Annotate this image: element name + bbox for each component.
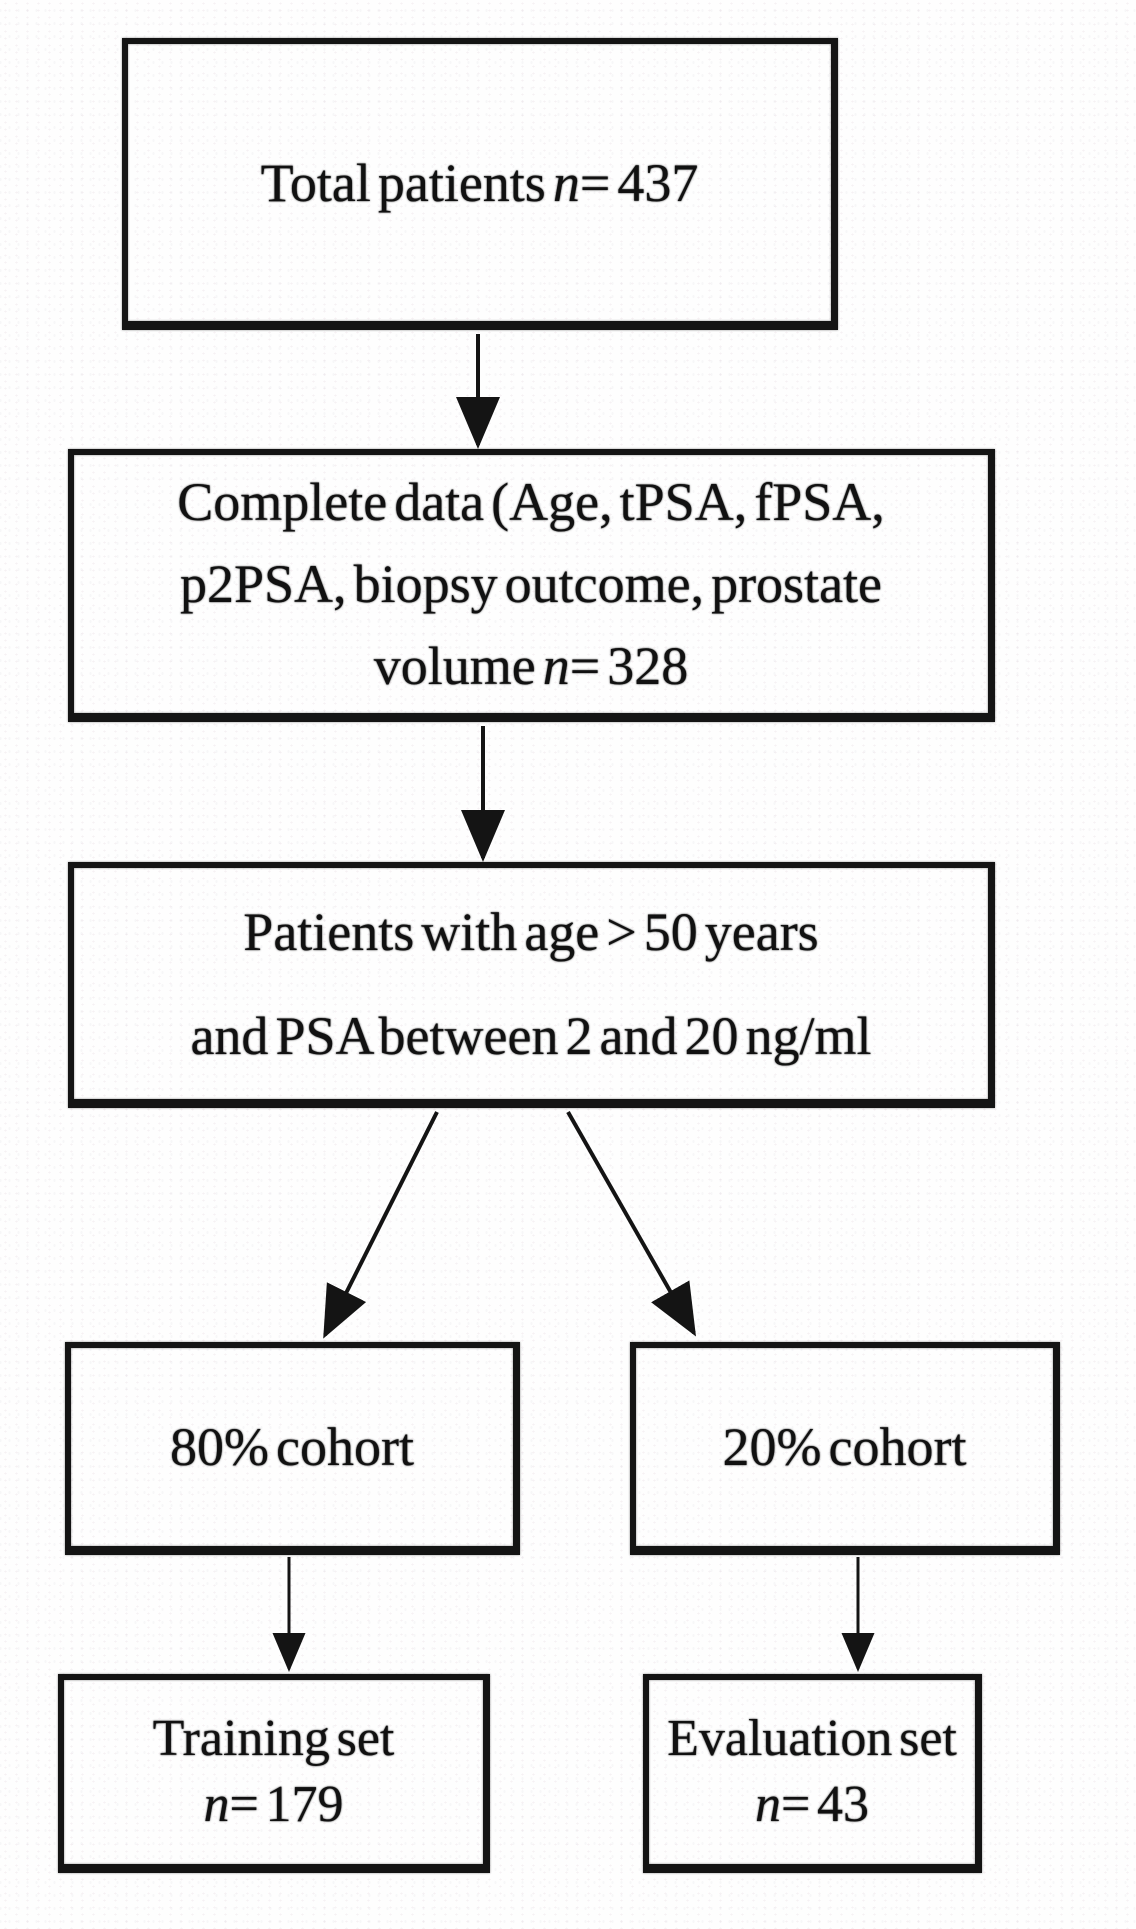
arrow-filter-to-cohort-80: [323, 1111, 439, 1339]
evaluation-set-count: n= 43: [755, 1772, 869, 1838]
box-cohort-80: 80% cohort: [65, 1342, 520, 1555]
text-segment: = 437: [579, 152, 699, 213]
complete-data-line-3: volume n= 328: [374, 625, 688, 707]
text-segment: = 328: [569, 636, 689, 696]
box-age-psa-filter: Patients with age > 50 years and PSA bet…: [68, 862, 995, 1108]
box-evaluation-set: Evaluation set n= 43: [643, 1674, 982, 1873]
total-patients-text: Total patients n= 437: [261, 152, 699, 214]
n-variable: n: [542, 636, 570, 696]
filter-line-2: and PSA between 2 and 20 ng/ml: [190, 1005, 872, 1066]
n-variable: n: [754, 1776, 781, 1833]
training-set-text: Training set: [152, 1710, 395, 1767]
filter-line-1: Patients with age > 50 years: [243, 901, 819, 962]
box-training-set: Training set n= 179: [58, 1674, 490, 1873]
text-segment: volume: [373, 636, 543, 696]
text-segment: = 43: [780, 1776, 870, 1833]
n-variable: n: [203, 1776, 230, 1833]
training-set-count: n= 179: [203, 1772, 343, 1838]
cohort-80-text: 80% cohort: [170, 1417, 414, 1477]
text-segment: Total patients: [260, 152, 553, 213]
cohort-20-text: 20% cohort: [722, 1417, 967, 1477]
box-complete-data: Complete data (Age, tPSA, fPSA, p2PSA, b…: [68, 449, 995, 722]
box-total-patients: Total patients n= 437: [122, 38, 838, 330]
complete-data-line-2: p2PSA, biopsy outcome, prostate: [179, 554, 883, 614]
complete-data-line-1: Complete data (Age, tPSA, fPSA,: [177, 472, 885, 532]
arrow-filter-to-cohort-20: [566, 1111, 696, 1337]
n-variable: n: [552, 152, 580, 213]
box-cohort-20: 20% cohort: [630, 1342, 1060, 1555]
text-segment: = 179: [229, 1776, 344, 1833]
evaluation-set-text: Evaluation set: [667, 1710, 957, 1767]
